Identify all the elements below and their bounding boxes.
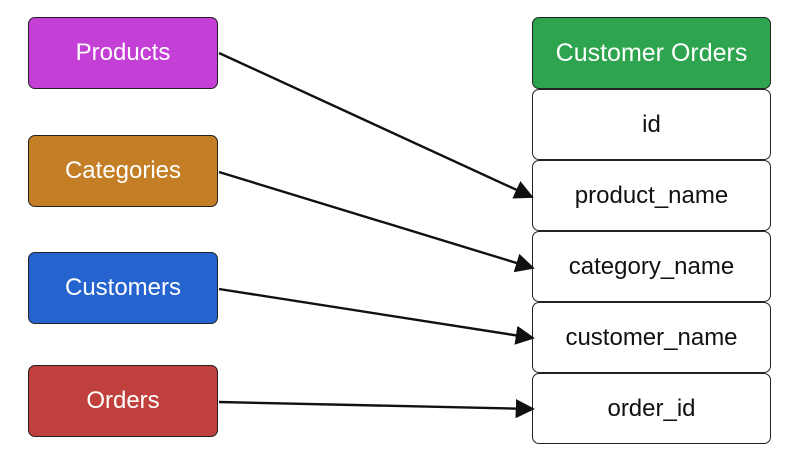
categories-node[interactable]: Categories bbox=[28, 135, 218, 207]
orders-node[interactable]: Orders bbox=[28, 365, 218, 437]
field-customer-name-label: customer_name bbox=[565, 323, 738, 351]
products-node[interactable]: Products bbox=[28, 17, 218, 89]
field-order-id[interactable]: order_id bbox=[532, 373, 771, 444]
orders-node-label: Orders bbox=[86, 387, 160, 414]
edge-customers-to-customer-name bbox=[218, 287, 535, 345]
edge-products-to-product-name bbox=[218, 51, 534, 199]
field-id-label: id bbox=[642, 110, 661, 138]
customer-orders-title: Customer Orders bbox=[555, 38, 748, 67]
categories-node-label: Categories bbox=[64, 157, 182, 184]
field-category-name[interactable]: category_name bbox=[532, 231, 771, 302]
customer-orders-header[interactable]: Customer Orders bbox=[532, 17, 771, 89]
field-category-name-label: category_name bbox=[568, 252, 735, 280]
field-order-id-label: order_id bbox=[607, 394, 696, 422]
field-product-name[interactable]: product_name bbox=[532, 160, 771, 231]
customers-node-label: Customers bbox=[64, 274, 182, 301]
field-product-name-label: product_name bbox=[574, 181, 729, 209]
field-id[interactable]: id bbox=[532, 89, 771, 160]
customers-node[interactable]: Customers bbox=[28, 252, 218, 324]
products-node-label: Products bbox=[75, 39, 171, 66]
edge-categories-to-category-name bbox=[218, 170, 535, 273]
field-customer-name[interactable]: customer_name bbox=[532, 302, 771, 373]
edge-orders-to-order-id bbox=[218, 399, 535, 419]
